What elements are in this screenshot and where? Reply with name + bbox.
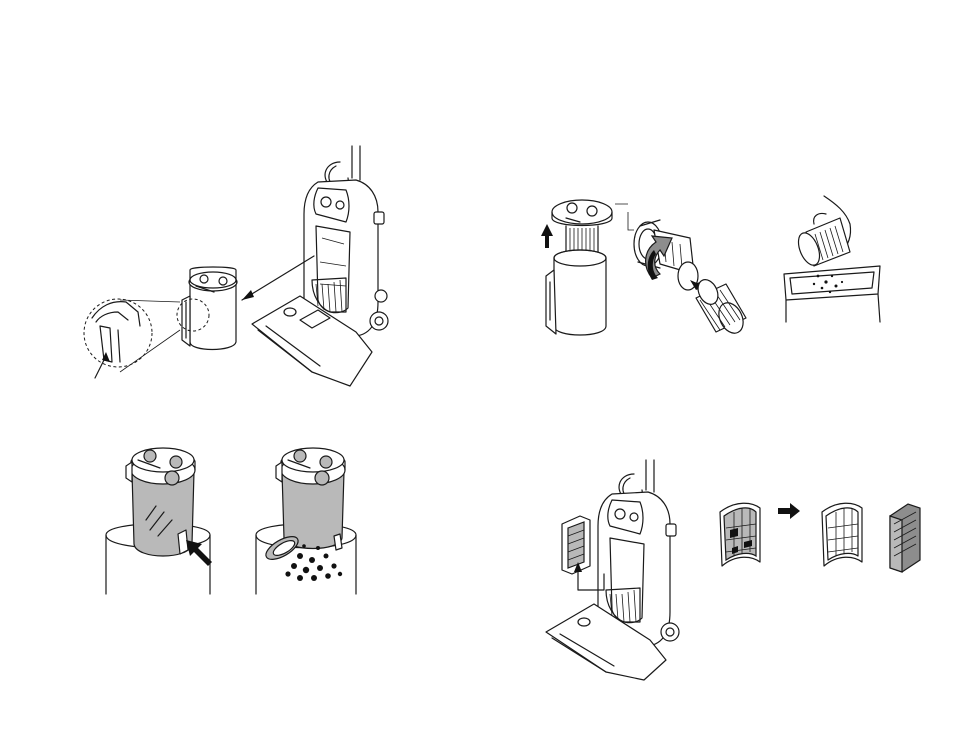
foam-filter-icon	[890, 504, 920, 572]
panel-remove-dust-cup	[84, 146, 388, 386]
trash-bin-icon	[784, 266, 880, 322]
panel-empty-dust-cup	[106, 448, 356, 594]
dust-cup-icon	[546, 250, 606, 335]
cyclone-assembly-icon	[634, 220, 698, 290]
pleated-filter-icon	[794, 218, 850, 268]
pointer-arrow-icon	[242, 256, 314, 300]
release-button-icon	[186, 540, 212, 566]
callout-line	[615, 204, 634, 230]
right-arrow-icon	[778, 503, 800, 519]
foam-filter-icon	[822, 503, 862, 566]
up-arrow-icon	[541, 224, 553, 248]
panel-tap-filter-clean	[784, 196, 880, 322]
foam-filter-icon	[720, 503, 760, 566]
exhaust-filter-icon	[562, 516, 590, 574]
pleated-filter-icon	[694, 276, 748, 337]
dust-cup-icon	[182, 267, 237, 350]
dirt-particles-icon	[285, 544, 342, 581]
upright-vacuum-icon	[252, 146, 388, 386]
panel-replace-exhaust-filter	[546, 460, 920, 680]
cyclone-lid-icon	[552, 200, 612, 254]
dust-cup-icon	[126, 448, 195, 556]
panel-remove-cyclone-filter	[541, 200, 748, 337]
